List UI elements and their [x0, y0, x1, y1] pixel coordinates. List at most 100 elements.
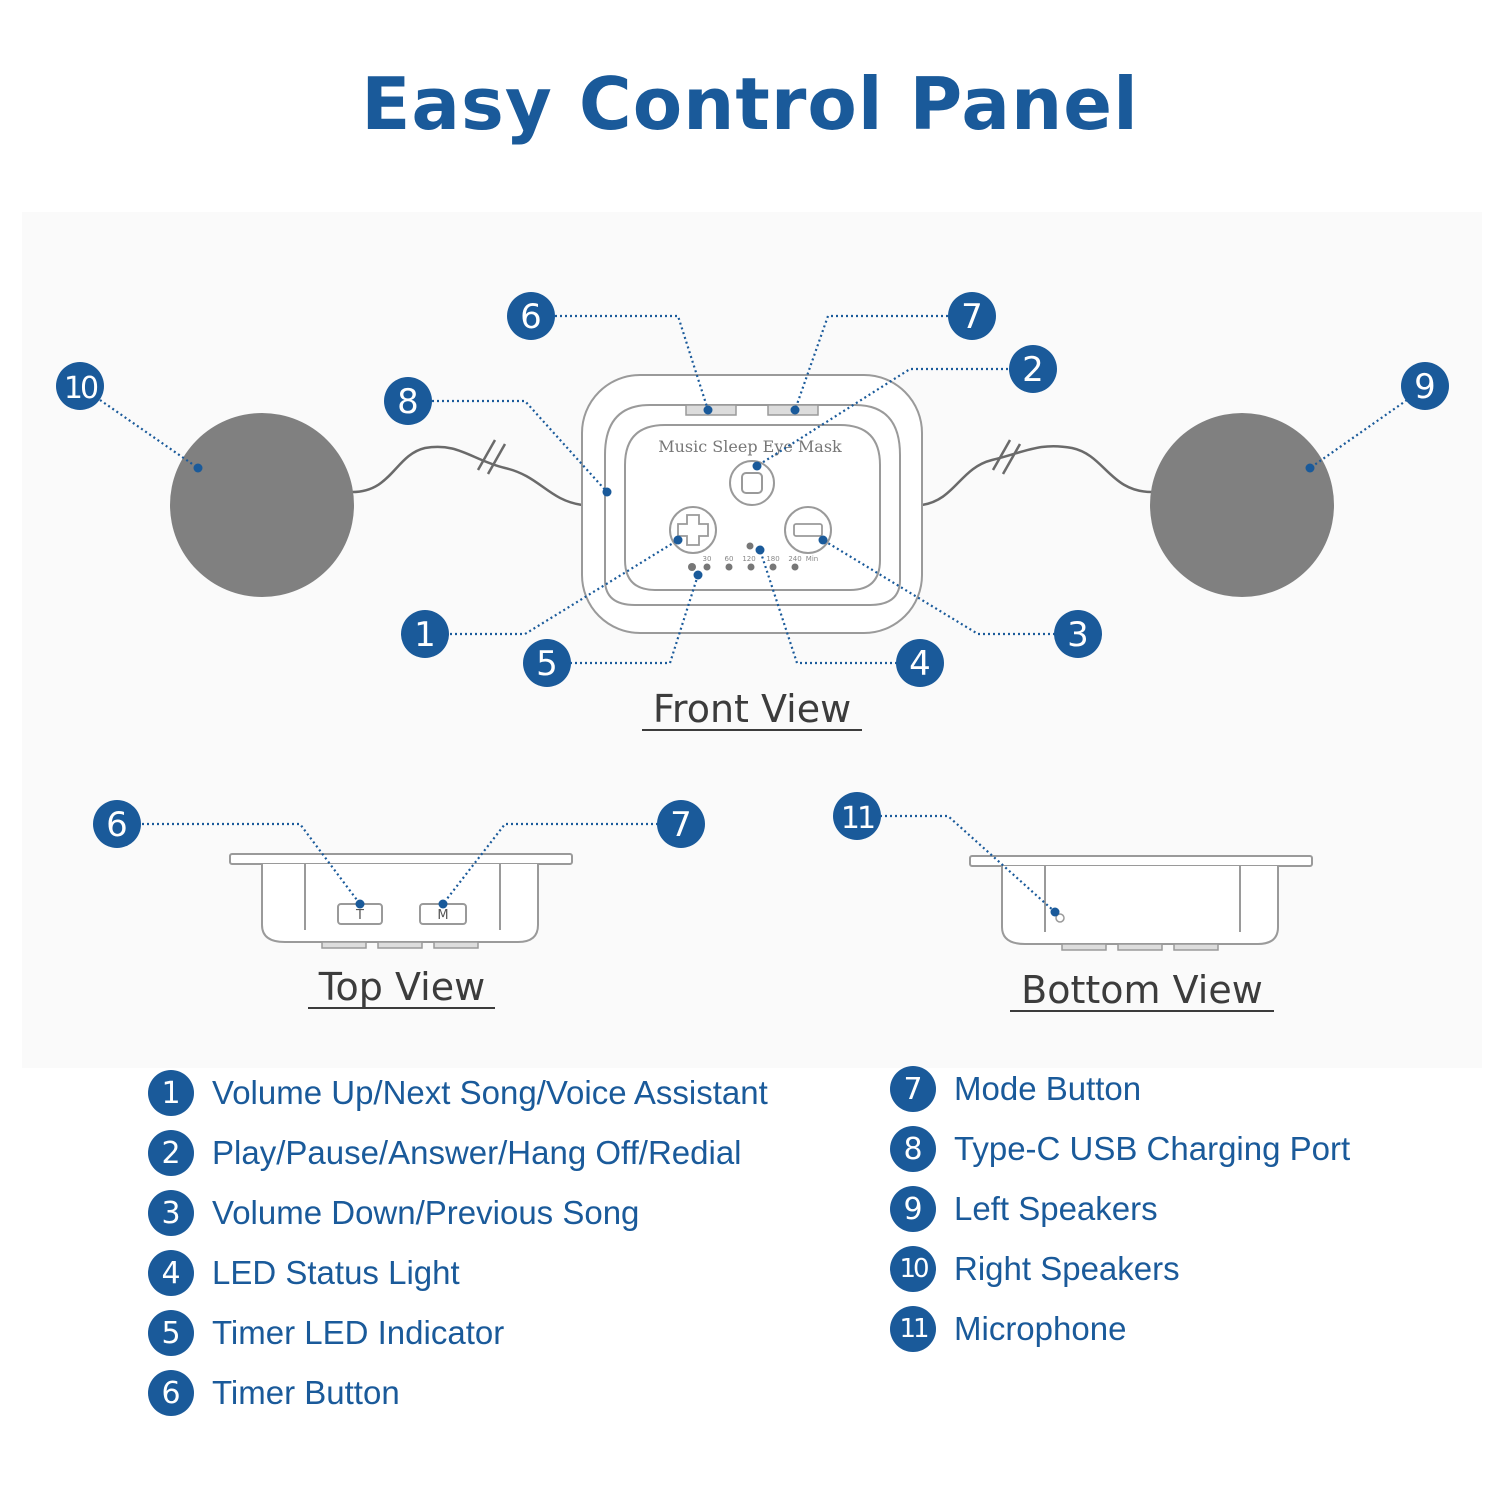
- callout-number: 4: [909, 644, 931, 684]
- callout-badge-4: [896, 639, 944, 687]
- page-title: Easy Control Panel: [361, 62, 1139, 146]
- legend-text: Volume Down/Previous Song: [212, 1194, 640, 1231]
- callout-anchor-dot: [752, 461, 762, 471]
- bottom-view-label: Bottom View: [1021, 968, 1263, 1012]
- callout-number: 7: [670, 805, 692, 845]
- callout-badge-3: [1054, 610, 1102, 658]
- legend-item-5: 5 Timer LED Indicator: [148, 1308, 504, 1358]
- volume-down-button[interactable]: [784, 506, 832, 554]
- timer-led: [725, 563, 733, 571]
- top-view-foot: [377, 941, 423, 949]
- callout-number: 5: [536, 644, 558, 684]
- callout-anchor-dot: [790, 405, 800, 415]
- callout-number: 9: [1414, 367, 1436, 407]
- legend-number-badge: 10: [890, 1246, 936, 1292]
- top-view-mode-label: M: [437, 908, 448, 923]
- callout-leader-line: [442, 822, 658, 905]
- left-speaker-cable: [921, 444, 1153, 507]
- top-view-timer-label: T: [355, 908, 364, 923]
- timer-power-led: [688, 563, 696, 571]
- timer-led: [747, 563, 755, 571]
- callout-badge-2: [1009, 345, 1057, 393]
- callout-anchor-dot: [438, 899, 448, 909]
- play-pause-button[interactable]: [729, 460, 775, 506]
- top-view-lid: [229, 853, 573, 865]
- timer-tick-label: 60: [725, 555, 734, 563]
- callout-anchor-dot: [693, 570, 703, 580]
- legend-number-badge: 4: [148, 1250, 194, 1296]
- callout-anchor-dot: [1050, 907, 1060, 917]
- callout-anchor-dot: [703, 405, 713, 415]
- top-view-label: Top View: [318, 965, 485, 1009]
- callout-badge-10: [56, 362, 104, 410]
- timer-led: [769, 563, 777, 571]
- callout-badge-7: [657, 800, 705, 848]
- bottom-view-body: [1001, 866, 1279, 945]
- timer-tick-label: Min: [806, 555, 818, 563]
- callout-number: 6: [106, 805, 128, 845]
- legend-number-badge: 6: [148, 1370, 194, 1416]
- top-view-foot: [433, 941, 479, 949]
- callout-number: 6: [520, 297, 542, 337]
- legend-text: Volume Up/Next Song/Voice Assistant: [212, 1074, 768, 1111]
- microphone-hole: [1055, 913, 1065, 923]
- legend-item-3: 3 Volume Down/Previous Song: [148, 1188, 639, 1238]
- callout-badge-8: [384, 377, 432, 425]
- legend-number-badge: 9: [890, 1186, 936, 1232]
- top-view-foot: [321, 941, 367, 949]
- panel-label: Music Sleep Eye Mask: [658, 437, 842, 456]
- right-speaker: [170, 413, 354, 597]
- cable-break-mark: [1001, 443, 1022, 475]
- callout-badge-6: [507, 292, 555, 340]
- timer-led: [703, 563, 711, 571]
- callout-anchor-dot: [755, 545, 765, 555]
- legend-text: Mode Button: [954, 1070, 1142, 1107]
- callout-leader-line: [555, 314, 710, 411]
- legend-item-9: 9 Left Speakers: [890, 1184, 1158, 1234]
- callout-anchor-dot: [673, 535, 683, 545]
- callout-leader-line: [450, 539, 679, 636]
- legend-text: Left Speakers: [954, 1190, 1158, 1227]
- legend-number-badge: 3: [148, 1190, 194, 1236]
- legend-text: Type-C USB Charging Port: [954, 1130, 1351, 1167]
- right-speaker-cable: [351, 445, 583, 507]
- callout-leader-line: [432, 399, 608, 493]
- play-pause-icon: [741, 472, 763, 494]
- legend-text: Timer LED Indicator: [212, 1314, 505, 1351]
- bottom-view-foot: [1061, 943, 1107, 951]
- callout-number: 8: [397, 382, 419, 422]
- timer-tick-label: 30: [703, 555, 712, 563]
- timer-tick-label: 180: [766, 555, 779, 563]
- timer-led: [791, 563, 799, 571]
- legend-item-8: 8 Type-C USB Charging Port: [890, 1124, 1350, 1174]
- volume-up-button[interactable]: [669, 506, 717, 554]
- bottom-view-foot: [1117, 943, 1163, 951]
- bottom-view-foot: [1173, 943, 1219, 951]
- legend-text: Play/Pause/Answer/Hang Off/Redial: [212, 1134, 742, 1171]
- callout-leader-line: [822, 539, 1055, 636]
- callout-anchor-dot: [193, 463, 203, 473]
- minus-icon: [793, 523, 823, 537]
- callout-number: 10: [64, 371, 98, 406]
- legend-text: Microphone: [954, 1310, 1127, 1347]
- top-view-body: [261, 864, 539, 943]
- callout-badge-9: [1401, 362, 1449, 410]
- callout-anchor-dot: [602, 487, 612, 497]
- legend-number-badge: 5: [148, 1310, 194, 1356]
- legend-number-badge: 8: [890, 1126, 936, 1172]
- legend-number-badge: 7: [890, 1066, 936, 1112]
- callout-badge-7: [948, 292, 996, 340]
- legend-number-badge: 2: [148, 1130, 194, 1176]
- callout-number: 1: [414, 615, 436, 655]
- left-speaker: [1150, 413, 1334, 597]
- callout-number: 3: [1067, 615, 1089, 655]
- front-view-label: Front View: [653, 687, 851, 731]
- callout-number: 7: [961, 297, 983, 337]
